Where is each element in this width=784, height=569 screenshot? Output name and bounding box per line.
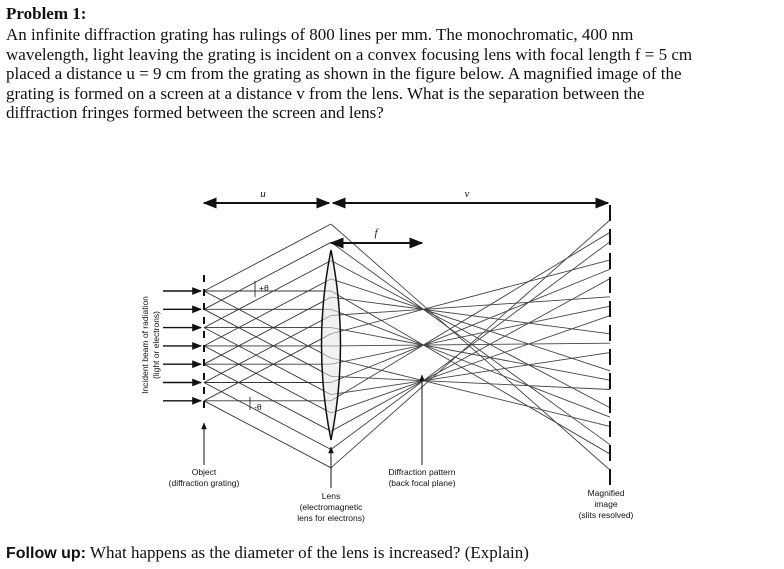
convex-lens — [320, 249, 342, 441]
incident-beam-label: Incident beam of radiation — [140, 296, 150, 394]
ray — [330, 352, 611, 396]
ray — [203, 333, 332, 402]
ray — [203, 296, 332, 365]
lens-sublabel: (electromagnetic — [300, 502, 364, 512]
minus-theta-label: -θ — [254, 402, 262, 412]
ray — [203, 345, 332, 414]
ray — [330, 278, 611, 372]
followup-text: What happens as the diameter of the lens… — [85, 543, 529, 562]
ray — [330, 219, 611, 469]
u-label: u — [260, 188, 266, 200]
magnified-image-sublabel: image — [594, 499, 617, 509]
lens-label: Lens — [322, 491, 340, 501]
problem-line: diffraction fringes formed between the s… — [6, 103, 384, 122]
ray — [203, 290, 332, 359]
problem-line: wavelength, light leaving the grating is… — [6, 44, 693, 64]
plus-theta-label: +θ — [259, 283, 269, 293]
ray — [330, 342, 611, 347]
ray — [330, 305, 611, 365]
problem-heading: Problem 1: — [6, 4, 87, 23]
v-label: v — [465, 188, 470, 200]
problem-line: An infinite diffraction grating has ruli… — [6, 25, 634, 44]
ray — [330, 375, 611, 390]
diffraction-pattern-label: Diffraction pattern — [389, 467, 456, 477]
ray — [203, 363, 332, 432]
followup-label: Follow up: — [6, 545, 86, 562]
ray — [203, 278, 332, 347]
ray — [330, 223, 611, 471]
ray — [203, 308, 332, 377]
ray — [203, 241, 332, 310]
ray — [330, 308, 611, 418]
ray — [330, 259, 611, 335]
problem-statement: An infinite diffraction grating has ruli… — [6, 25, 780, 123]
ray — [203, 260, 332, 328]
ray — [203, 223, 332, 292]
followup-question: Follow up: What happens as the diameter … — [6, 543, 529, 563]
magnified-image-sublabel: (slits resolved) — [579, 510, 634, 520]
diffraction-pattern-sublabel: (back focal plane) — [388, 478, 455, 488]
ray — [330, 278, 611, 432]
incident-beam-sublabel: (light or electrons) — [151, 311, 161, 379]
f-label: f — [374, 227, 379, 239]
magnified-image-label: Magnified — [588, 488, 625, 498]
ray — [203, 400, 332, 469]
ray — [203, 382, 332, 450]
problem-line: grating is formed on a screen at a dista… — [6, 83, 645, 103]
object-label: Object — [192, 467, 217, 477]
ray — [330, 315, 611, 414]
ray — [330, 241, 611, 450]
ray — [330, 357, 611, 427]
ray — [203, 315, 332, 383]
ray-paths — [163, 219, 611, 471]
object-sublabel: (diffraction grating) — [169, 478, 240, 488]
ray — [330, 231, 611, 402]
lens-sublabel: lens for electrons) — [297, 513, 365, 523]
ray — [330, 327, 611, 381]
ray — [330, 296, 611, 335]
ray — [330, 290, 611, 455]
ray — [330, 268, 611, 383]
ray — [203, 327, 332, 395]
ray — [330, 260, 611, 409]
problem-line: placed a distance u = 9 cm from the grat… — [6, 64, 682, 83]
ray — [330, 296, 611, 316]
